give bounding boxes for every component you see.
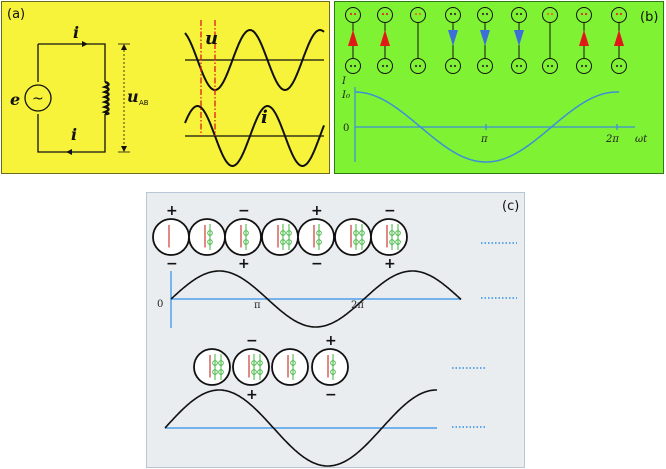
c-continuation-dots	[452, 242, 517, 428]
c-circle-r2-3	[271, 348, 309, 386]
c-bottom-wave	[164, 389, 437, 467]
c-circle-5	[297, 218, 335, 256]
c-circle-1	[152, 218, 190, 256]
b-current-curve	[355, 91, 619, 163]
u-wave-label: u	[205, 28, 218, 49]
current-arrow-top	[82, 41, 88, 47]
dipole-3	[410, 7, 426, 74]
voltage-subscript: AB	[139, 99, 149, 107]
voltage-label: u	[127, 87, 139, 106]
current-label-bottom: i	[71, 125, 77, 144]
panel-a-svg: (a) i i ~ e u AB u i	[7, 7, 325, 167]
ac-source-icon	[24, 84, 52, 112]
c-sign-top-1: +	[166, 203, 178, 219]
blue-down-arrow-icon	[480, 30, 490, 46]
c-sign-bottom-5: −	[311, 256, 323, 272]
c-sign-bottom-3: +	[238, 256, 250, 272]
dipole-4	[445, 7, 461, 74]
dipole-7	[542, 7, 558, 74]
i-wave-curve	[184, 105, 325, 167]
panel-b-dipoles: (b) I I₀ 0 π 2π ωt	[334, 1, 664, 174]
blue-down-arrow-icon	[448, 30, 458, 46]
ac-source-symbol: ~	[32, 91, 44, 107]
c-circle-row-1: + − − + + − − +	[152, 203, 408, 272]
current-arrow-bottom	[66, 149, 72, 155]
panel-b-label: (b)	[640, 10, 658, 25]
c-sign2-top-4: +	[325, 333, 337, 349]
c-sign2-top-2: −	[246, 333, 258, 349]
b-zero-label: 0	[343, 123, 349, 134]
c-circle-r2-4	[311, 348, 349, 386]
u-wave-curve	[184, 28, 325, 92]
c-sign-top-5: +	[311, 203, 323, 219]
b-y-peak-label: I₀	[341, 90, 350, 101]
c-sign2-bottom-4: −	[325, 387, 337, 403]
c-circle-row-2: − + + −	[193, 333, 349, 403]
b-x-label: ωt	[635, 134, 648, 145]
panel-c-label: (c)	[502, 199, 519, 214]
b-y-label: I	[341, 76, 347, 87]
red-up-arrow-icon	[579, 30, 589, 46]
c-sign-bottom-7: +	[384, 256, 396, 272]
current-label-top: i	[73, 23, 79, 42]
dipole-row	[345, 7, 627, 74]
red-up-arrow-icon	[348, 30, 358, 46]
blue-down-arrow-icon	[514, 30, 524, 46]
emf-label: e	[10, 90, 20, 109]
c-sign2-bottom-2: +	[246, 387, 258, 403]
red-up-arrow-icon	[380, 30, 390, 46]
red-up-arrow-icon	[614, 30, 624, 46]
dipole-6	[511, 7, 527, 74]
c-sign-top-3: −	[238, 203, 250, 219]
dipole-9	[611, 7, 627, 74]
c-top-wave	[170, 270, 462, 328]
b-pi-label: π	[480, 134, 488, 145]
c-circle-r2-1	[193, 348, 231, 386]
inductor-coil-icon	[101, 80, 110, 116]
voltage-arrow-down-icon	[121, 146, 127, 152]
c-circle-4	[261, 218, 299, 256]
dipole-1	[345, 7, 361, 74]
i-wave-label: i	[261, 107, 268, 128]
panel-c-svg: (c) + − − + + − − + − + + − 0 π 2π	[152, 199, 519, 467]
panel-c-sequence: (c) + − − + + − − + − + + − 0 π 2π	[146, 192, 525, 468]
c-sign-top-7: −	[384, 203, 396, 219]
dipole-5	[477, 7, 493, 74]
panel-a-circuit: (a) i i ~ e u AB u i	[1, 1, 330, 174]
c-circle-2	[188, 218, 226, 256]
c-sign-bottom-1: −	[166, 256, 178, 272]
dipole-2	[377, 7, 393, 74]
c-2pi-label: 2π	[351, 300, 364, 311]
panel-a-label: (a)	[7, 7, 25, 22]
c-circle-r2-2	[232, 348, 270, 386]
c-circle-6	[334, 218, 372, 256]
b-2pi-label: 2π	[605, 134, 619, 145]
c-zero-label: 0	[157, 299, 163, 310]
voltage-arrow-up-icon	[121, 44, 127, 50]
c-circle-7	[370, 218, 408, 256]
dipole-8	[576, 7, 592, 74]
panel-b-svg: (b) I I₀ 0 π 2π ωt	[341, 7, 658, 163]
c-circle-3	[224, 218, 262, 256]
c-pi-label: π	[254, 300, 261, 311]
